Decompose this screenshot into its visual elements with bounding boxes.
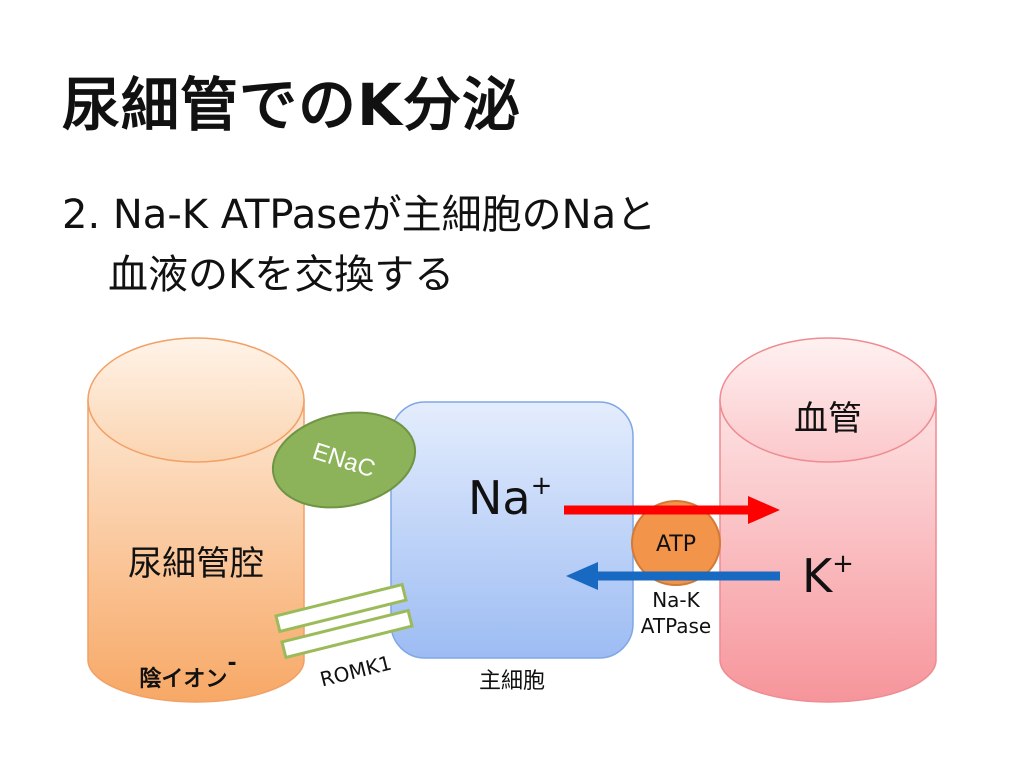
k-label: K+ — [802, 549, 854, 603]
pump-label-2: ATPase — [641, 614, 712, 638]
blood-vessel-cylinder — [719, 337, 937, 703]
bullet-line-2: 血液のKを交換する — [108, 252, 455, 298]
anion-label: 陰イオン- — [139, 651, 236, 692]
lumen-label: 尿細管腔 — [128, 544, 264, 584]
enac-channel: ENaC — [271, 411, 417, 509]
k-arrow-to-cell — [566, 562, 780, 590]
tubule-lumen-cylinder — [87, 337, 305, 703]
na-arrow-to-blood — [564, 496, 780, 524]
vessel-label: 血管 — [794, 399, 862, 439]
bullet-text: 2. Na-K ATPaseが主細胞のNaと 血液のKを交換する — [62, 185, 656, 305]
na-label: Na+ — [468, 471, 552, 525]
atp-pump — [631, 500, 721, 586]
slide-title: 尿細管でのK分泌 — [62, 71, 521, 139]
romk1-label: ROMK1 — [318, 651, 394, 692]
romk1-channel — [274, 582, 414, 660]
cell-label: 主細胞 — [479, 669, 545, 694]
bullet-line-1: 2. Na-K ATPaseが主細胞のNaと — [62, 192, 657, 238]
principal-cell — [390, 401, 634, 659]
atp-label: ATP — [656, 532, 696, 557]
pump-label-1: Na-K — [652, 588, 700, 612]
